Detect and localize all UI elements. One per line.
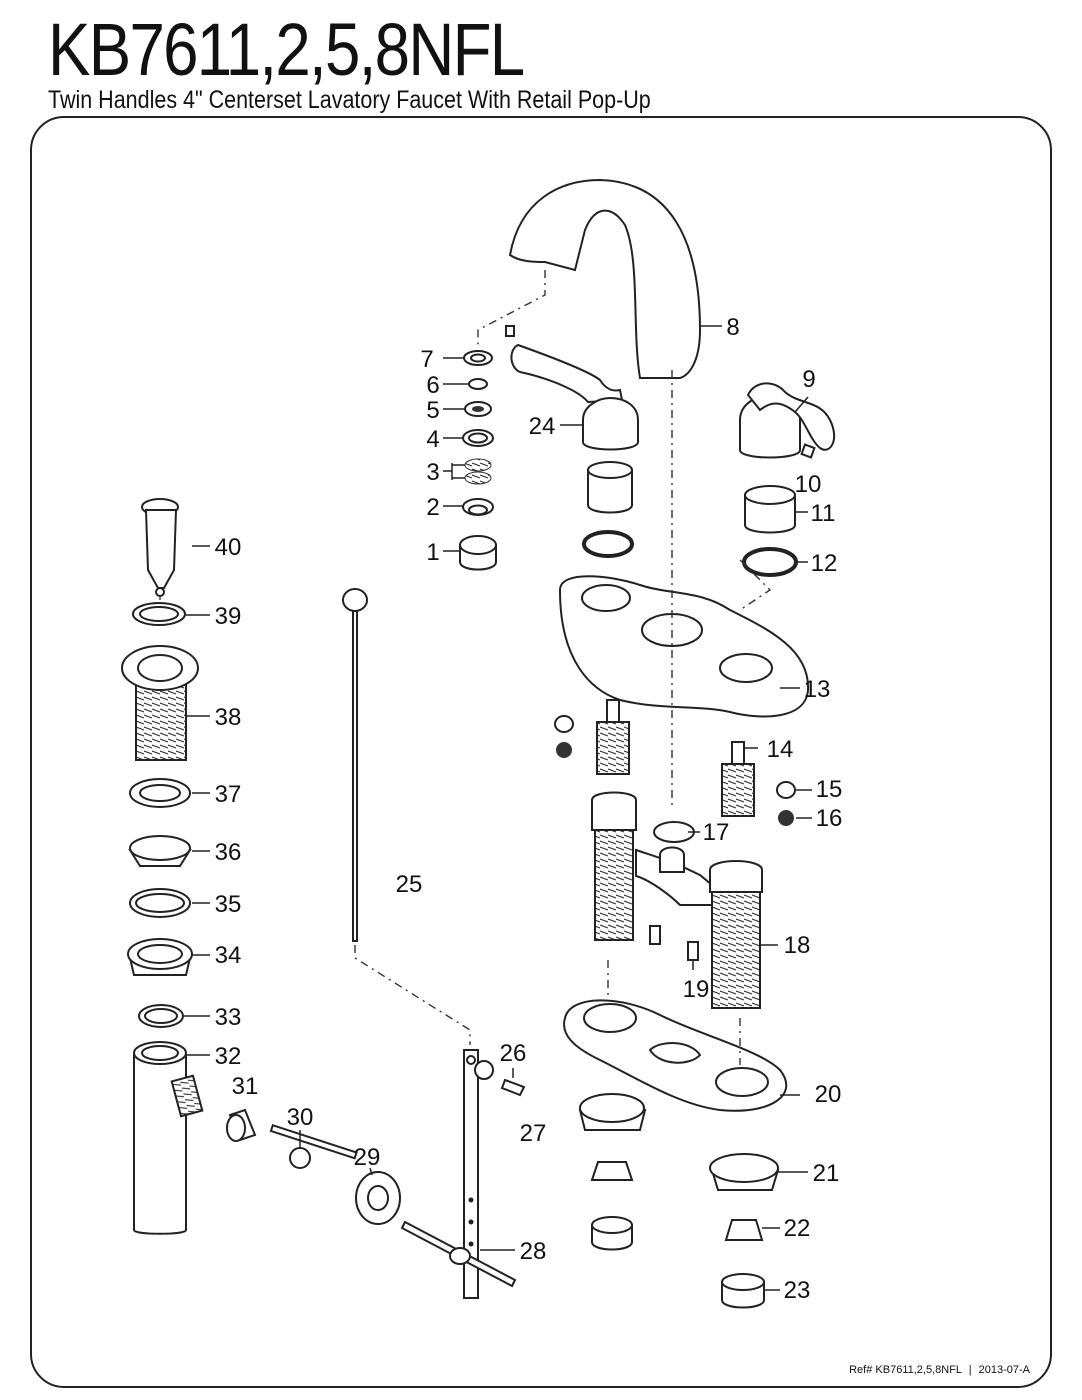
- callout-labels: 7 6 5 4 3 2 1 8 24 9 10 11 12 13 14 15 1…: [215, 314, 843, 1304]
- valve-body-part-18: [591, 791, 763, 1009]
- callout-30: 30: [287, 1104, 314, 1131]
- ref-separator: |: [968, 1364, 972, 1376]
- callout-11: 11: [811, 500, 836, 527]
- callout-17: 17: [703, 819, 730, 846]
- callout-40: 40: [215, 534, 242, 561]
- coupling-nut-part-23: [721, 1273, 765, 1309]
- callout-2: 2: [426, 494, 439, 521]
- reference-footer: Ref# KB7611,2,5,8NFL | 2013-07-A: [849, 1364, 1030, 1376]
- callout-27: 27: [520, 1120, 547, 1147]
- callout-23: 23: [784, 1277, 811, 1304]
- callout-34: 34: [215, 942, 242, 969]
- callout-38: 38: [215, 704, 242, 731]
- washer-part-35: [129, 888, 191, 918]
- drain-flange-part-38: [121, 645, 199, 761]
- callout-21: 21: [813, 1160, 840, 1187]
- callout-10: 10: [795, 471, 822, 498]
- handle-part-9: [739, 382, 836, 577]
- callout-5: 5: [426, 397, 439, 424]
- washer-part-37: [129, 778, 191, 808]
- callout-3: 3: [426, 459, 439, 486]
- callout-9: 9: [802, 366, 815, 393]
- model-number: KB7611,2,5,8NFL: [48, 8, 525, 91]
- callout-16: 16: [816, 805, 843, 832]
- mount-nut-part-21: [709, 1153, 780, 1191]
- callout-26: 26: [500, 1040, 527, 1067]
- escutcheon-plate-part-13: [558, 575, 810, 718]
- lift-rod-part-25: [342, 588, 368, 942]
- callout-37: 37: [215, 781, 242, 808]
- callout-31: 31: [232, 1073, 259, 1100]
- diagram-frame: [30, 116, 1052, 1388]
- callout-28: 28: [520, 1238, 547, 1265]
- callout-22: 22: [784, 1215, 811, 1242]
- pivot-nut-part-29: [355, 1171, 401, 1225]
- cone-washer-part-22: [724, 1219, 764, 1241]
- callout-1: 1: [426, 539, 439, 566]
- callout-19: 19: [683, 976, 710, 1003]
- ref-model: KB7611,2,5,8NFL: [875, 1364, 962, 1376]
- gasket-part-36: [128, 835, 192, 867]
- mount-nut-left: [578, 1093, 647, 1251]
- callout-8: 8: [726, 314, 739, 341]
- callout-14: 14: [767, 736, 794, 763]
- seat-spring-left: [554, 715, 574, 758]
- base-gasket-part-20: [563, 999, 788, 1112]
- callout-39: 39: [215, 603, 242, 630]
- locknut-part-34: [127, 938, 193, 976]
- pivot-rod-part-30: [269, 1124, 517, 1288]
- callout-18: 18: [784, 932, 811, 959]
- leader-lines: [183, 325, 812, 1291]
- callout-13: 13: [804, 676, 831, 703]
- ref-date-code: 2013-07-A: [978, 1364, 1030, 1376]
- seat-spring-right: [776, 781, 796, 826]
- gasket-part-33: [138, 1004, 184, 1028]
- callout-6: 6: [426, 372, 439, 399]
- stopper-part-40: [141, 498, 179, 597]
- callout-24: 24: [529, 413, 556, 440]
- spout-part-8: [508, 178, 702, 379]
- callout-25: 25: [396, 871, 423, 898]
- gasket-part-39: [132, 602, 186, 626]
- callout-33: 33: [215, 1004, 242, 1031]
- callout-35: 35: [215, 891, 242, 918]
- product-description: Twin Handles 4" Centerset Lavatory Fauce…: [48, 86, 651, 114]
- ref-prefix: Ref#: [849, 1364, 873, 1376]
- callout-12: 12: [811, 550, 838, 577]
- callout-29: 29: [354, 1144, 381, 1171]
- handle-part-24: [505, 325, 639, 558]
- cartridge-part-14: [721, 741, 755, 817]
- clevis-strap-part-28: [463, 1049, 526, 1299]
- callout-7: 7: [420, 346, 433, 373]
- callout-20: 20: [815, 1081, 842, 1108]
- pivot-washer-part-31: [226, 1108, 257, 1142]
- cartridge-left: [596, 699, 630, 775]
- callout-15: 15: [816, 776, 843, 803]
- callout-32: 32: [215, 1043, 242, 1070]
- tailpiece-part-32: [133, 1041, 204, 1235]
- callout-4: 4: [426, 426, 439, 453]
- callout-36: 36: [215, 839, 242, 866]
